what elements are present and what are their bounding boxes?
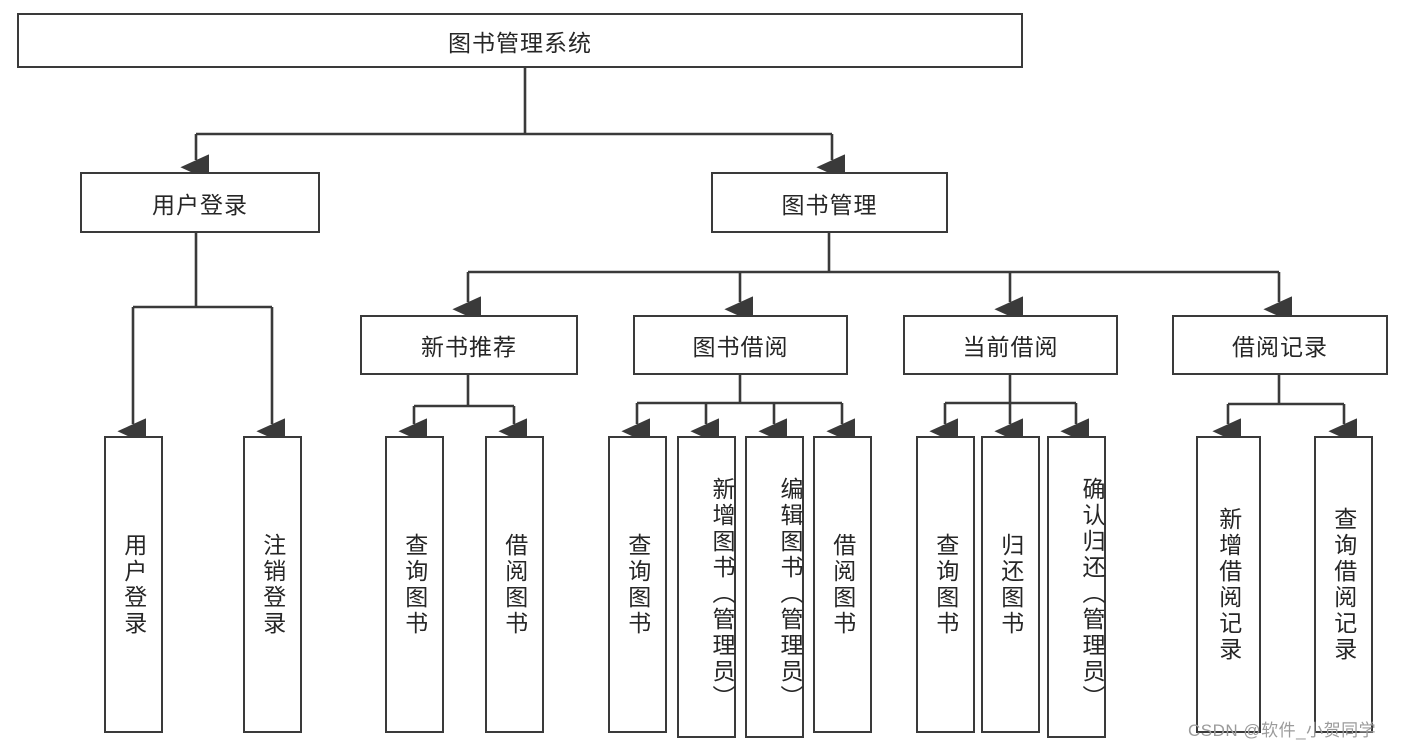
leaf-confirm-return-admin[interactable]: 确认归还（管理员） xyxy=(1047,436,1106,738)
node-label: 图书管理系统 xyxy=(448,29,592,56)
leaf-add-borrow-record[interactable]: 新增借阅记录 xyxy=(1196,436,1261,733)
node-current-borrow[interactable]: 当前借阅 xyxy=(903,315,1118,375)
node-label: 查询图书 xyxy=(624,532,651,637)
node-label: 当前借阅 xyxy=(962,334,1059,360)
node-label: 图书借阅 xyxy=(692,334,789,360)
node-label: 归还图书 xyxy=(997,532,1024,637)
node-new-book-recommend[interactable]: 新书推荐 xyxy=(360,315,578,375)
node-label: 查询图书 xyxy=(932,532,959,637)
leaf-logout-login[interactable]: 注销登录 xyxy=(243,436,302,733)
node-user-login[interactable]: 用户登录 xyxy=(80,172,320,233)
leaf-user-login[interactable]: 用户登录 xyxy=(104,436,163,733)
node-label: 新书推荐 xyxy=(421,334,517,360)
node-label: 编辑图书（管理员） xyxy=(777,477,803,711)
node-label: 确认归还（管理员） xyxy=(1079,477,1105,711)
node-label: 借阅记录 xyxy=(1232,334,1328,360)
node-label: 注销登录 xyxy=(259,532,286,637)
leaf-add-book-admin[interactable]: 新增图书（管理员） xyxy=(677,436,736,738)
node-book-management[interactable]: 图书管理 xyxy=(711,172,948,233)
node-borrow-record[interactable]: 借阅记录 xyxy=(1172,315,1388,375)
leaf-query-book-borrow[interactable]: 查询图书 xyxy=(608,436,667,733)
leaf-query-book-current[interactable]: 查询图书 xyxy=(916,436,975,733)
node-label: 借阅图书 xyxy=(829,532,856,637)
csdn-watermark: CSDN @软件_小贺同学 xyxy=(1188,721,1377,740)
leaf-edit-book-admin[interactable]: 编辑图书（管理员） xyxy=(745,436,804,738)
leaf-borrow-book-recommend[interactable]: 借阅图书 xyxy=(485,436,544,733)
node-label: 用户登录 xyxy=(120,532,147,637)
node-label: 借阅图书 xyxy=(501,532,528,637)
node-label: 图书管理 xyxy=(781,191,878,218)
node-label: 查询借阅记录 xyxy=(1330,506,1357,663)
node-book-borrow[interactable]: 图书借阅 xyxy=(633,315,848,375)
node-label: 新增图书（管理员） xyxy=(709,477,735,711)
node-label: 用户登录 xyxy=(152,191,248,218)
leaf-borrow-book[interactable]: 借阅图书 xyxy=(813,436,872,733)
leaf-query-book-recommend[interactable]: 查询图书 xyxy=(385,436,444,733)
leaf-query-borrow-record[interactable]: 查询借阅记录 xyxy=(1314,436,1373,733)
node-label: 新增借阅记录 xyxy=(1215,506,1242,663)
node-root-system[interactable]: 图书管理系统 xyxy=(17,13,1023,68)
node-label: 查询图书 xyxy=(401,532,428,637)
leaf-return-book[interactable]: 归还图书 xyxy=(981,436,1040,733)
